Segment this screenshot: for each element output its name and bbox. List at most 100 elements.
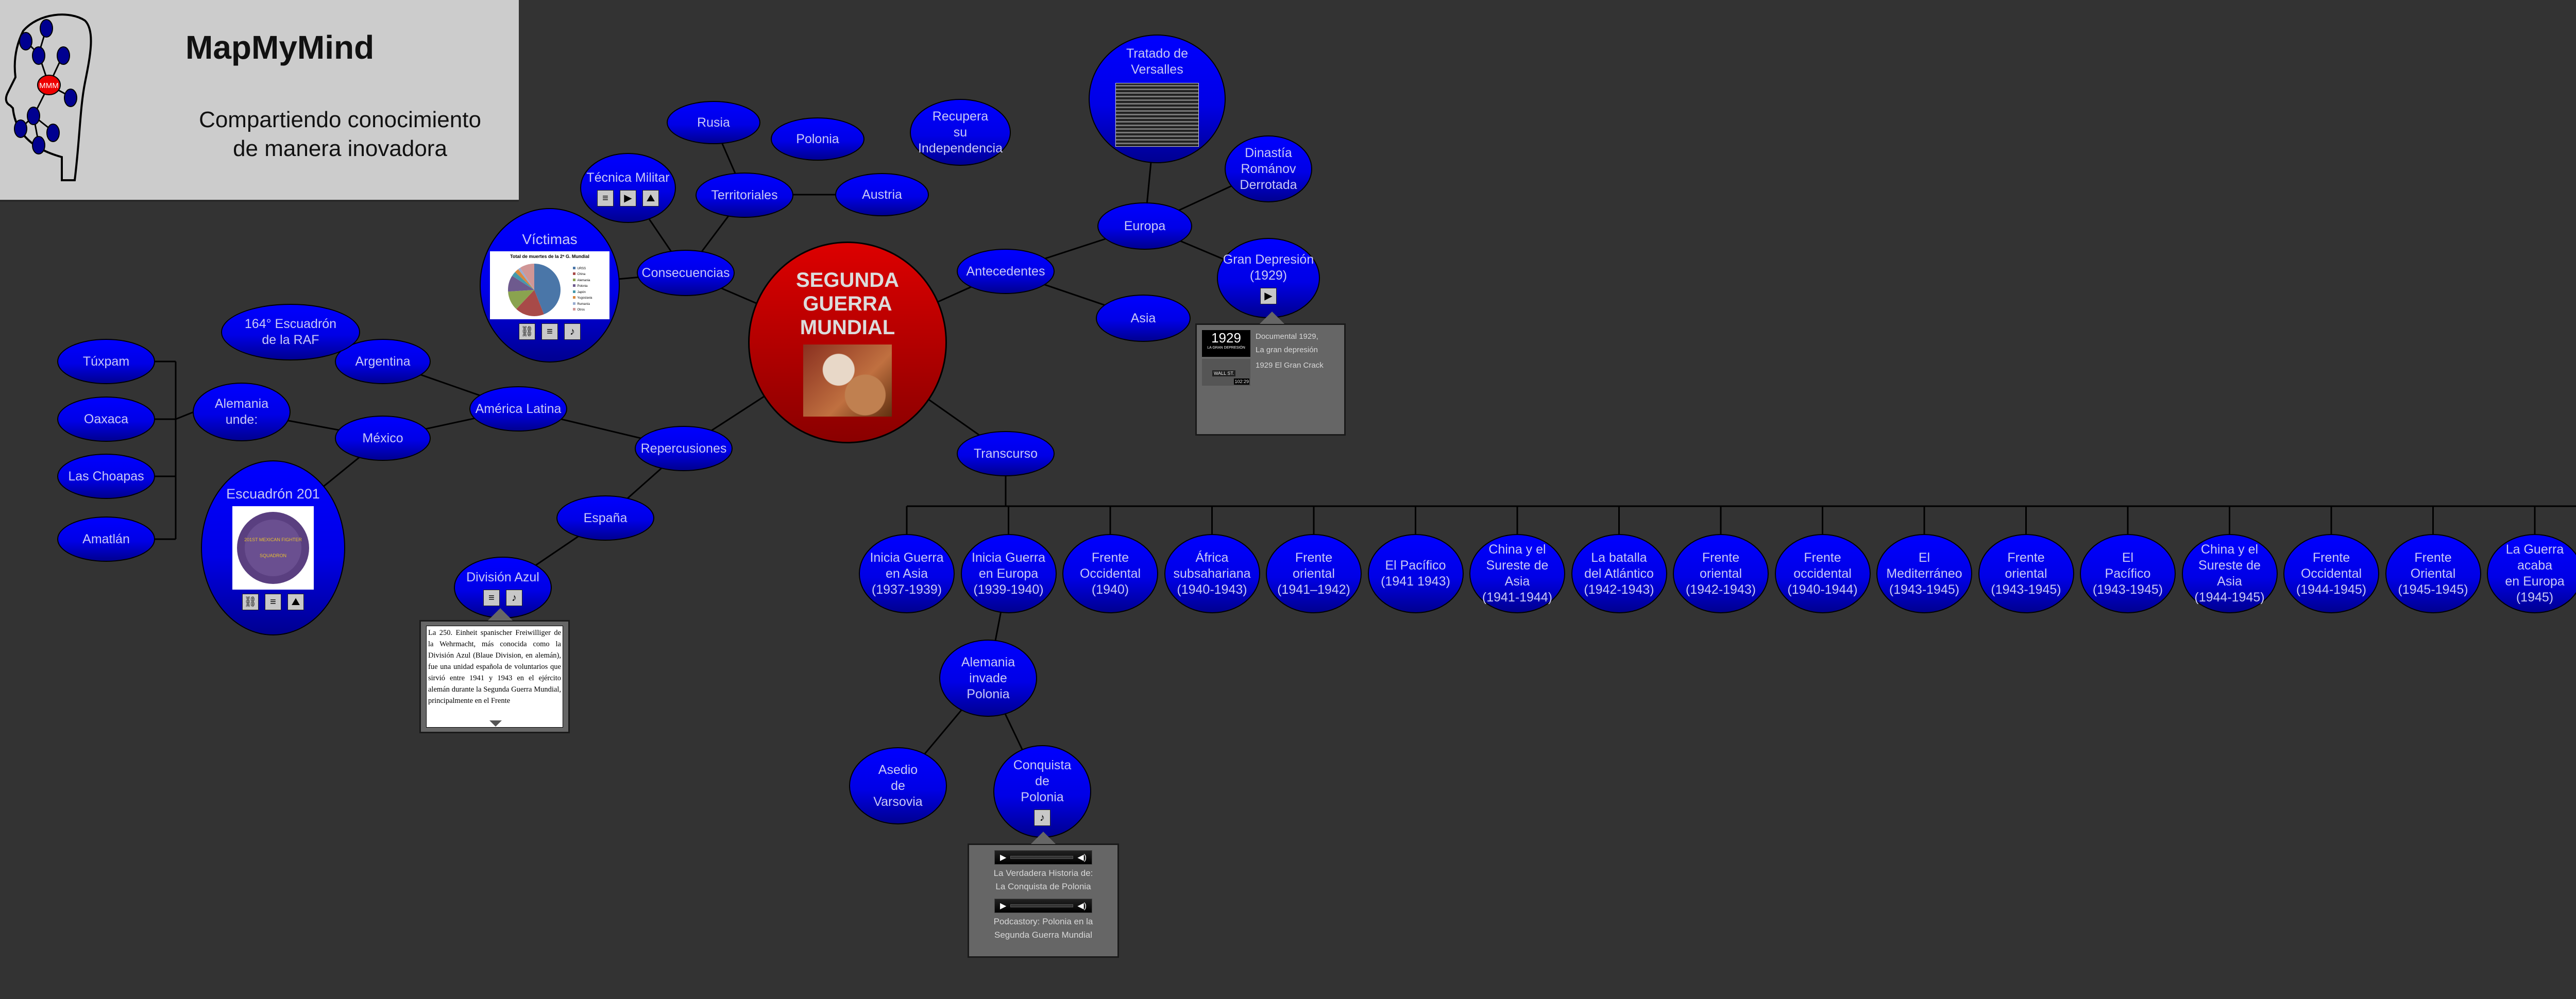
node-tratado-versalles[interactable]: Tratado de Versalles — [1089, 35, 1226, 163]
scroll-down-icon[interactable] — [489, 720, 502, 727]
node-tuxpam[interactable]: Túxpam — [57, 339, 155, 384]
node-territoriales[interactable]: Territoriales — [696, 173, 793, 218]
video-item[interactable]: WALL ST.102:29 1929 El Gran Crack — [1202, 359, 1344, 386]
document-icon[interactable]: ≡ — [483, 589, 500, 606]
node-amatlan[interactable]: Amatlán — [57, 516, 155, 562]
division-azul-text[interactable]: La 250. Einheit spanischer Freiwilliger … — [426, 626, 563, 728]
node-division-azul[interactable]: División Azul ≡♪ — [454, 557, 552, 618]
node-espana[interactable]: España — [556, 495, 654, 541]
node-europa[interactable]: Europa — [1097, 202, 1192, 250]
node-label: La batalla del Atlántico (1942-1943) — [1584, 550, 1654, 597]
document-icon[interactable]: ≡ — [541, 323, 558, 340]
timeline-node[interactable]: El Mediterráneo (1943-1945) — [1876, 534, 1972, 613]
node-oaxaca[interactable]: Oaxaca — [57, 397, 155, 442]
timeline-node[interactable]: Frente Occidental (1944-1945) — [2283, 534, 2379, 613]
pie-slice-otros — [520, 263, 535, 290]
node-label: Argentina — [355, 354, 411, 369]
node-mexico[interactable]: México — [335, 416, 431, 461]
pie-svg — [508, 263, 561, 316]
audio-seek-bar — [1010, 856, 1074, 859]
document-icon[interactable]: ≡ — [265, 593, 281, 610]
node-victimas[interactable]: Víctimas Total de muertes de la 2ª G. Mu… — [480, 208, 620, 363]
audio-icon[interactable]: ♪ — [1034, 809, 1050, 826]
popup-arrow — [1031, 832, 1056, 844]
node-asia[interactable]: Asia — [1096, 295, 1191, 342]
audio-seek-bar — [1010, 904, 1074, 907]
node-alemania-unde[interactable]: Alemania unde: — [193, 383, 291, 441]
link-icon[interactable]: ⛓ — [519, 323, 535, 340]
legend-item: Alemania — [573, 278, 592, 284]
audio-icon[interactable]: ♪ — [564, 323, 581, 340]
node-argentina[interactable]: Argentina — [335, 339, 431, 384]
legend-item: Japón — [573, 290, 592, 296]
node-gran-depresion[interactable]: Gran Depresión (1929) ▶ — [1217, 238, 1320, 318]
node-label: Frente oriental (1942-1943) — [1685, 550, 1756, 597]
node-asedio-varsovia[interactable]: Asedio de Varsovia — [849, 747, 947, 824]
node-escuadron-201[interactable]: Escuadrón 201 201ST MEXICAN FIGHTER SQUA… — [201, 460, 345, 635]
node-las-choapas[interactable]: Las Choapas — [57, 454, 155, 499]
audio-title: La Verdadera Historia de: La Conquista d… — [993, 868, 1093, 891]
node-conquista-polonia[interactable]: Conquista de Polonia ♪ — [993, 745, 1091, 838]
node-polonia[interactable]: Polonia — [771, 117, 865, 161]
pie-slice-urss — [534, 263, 561, 314]
timeline-node[interactable]: China y el Sureste de Asia (1944-1945) — [2181, 534, 2278, 613]
timeline-node[interactable]: La Guerra acaba en Europa (1945) — [2487, 534, 2576, 613]
timeline-node[interactable]: Frente occidental (1940-1944) — [1774, 534, 1871, 613]
audio-player[interactable]: ▶◀) — [994, 850, 1092, 865]
timeline-node[interactable]: China y el Sureste de Asia (1941-1944) — [1469, 534, 1565, 613]
node-164-escuadron-raf[interactable]: 164° Escuadrón de la RAF — [221, 304, 360, 360]
node-label: América Latina — [475, 401, 562, 416]
image-icon[interactable]: ⛰ — [642, 190, 659, 206]
node-repercusiones[interactable]: Repercusiones — [635, 426, 733, 471]
legend-item: Polonia — [573, 284, 592, 290]
video-title: 1929 El Gran Crack — [1256, 361, 1324, 370]
node-label: México — [362, 430, 403, 445]
timeline-node[interactable]: La batalla del Atlántico (1942-1943) — [1571, 534, 1667, 613]
timeline-node[interactable]: Frente Occidental (1940) — [1062, 534, 1158, 613]
legend-item: China — [573, 272, 592, 278]
timeline-node[interactable]: África subsahariana (1940-1943) — [1164, 534, 1260, 613]
node-dinastia-romanov[interactable]: Dinastía Románov Derrotada — [1225, 135, 1312, 202]
node-rusia[interactable]: Rusia — [667, 101, 760, 144]
timeline-node[interactable]: El Pacífico (1941 1943) — [1367, 534, 1464, 613]
node-america-latina[interactable]: América Latina — [469, 386, 567, 432]
node-tecnica-militar[interactable]: Técnica Militar ≡▶⛰ — [580, 153, 676, 223]
node-consecuencias[interactable]: Consecuencias — [637, 250, 735, 296]
node-recupera-independencia[interactable]: Recupera su Independencia — [910, 99, 1011, 166]
node-label: Transcurso — [973, 446, 1038, 461]
audio-player[interactable]: ▶◀) — [994, 899, 1092, 913]
timeline-node[interactable]: Frente oriental (1942-1943) — [1673, 534, 1769, 613]
node-label: China y el Sureste de Asia (1941-1944) — [1482, 542, 1553, 605]
timeline-node[interactable]: Frente oriental (1943-1945) — [1978, 534, 2074, 613]
image-icon[interactable]: ⛰ — [287, 593, 304, 610]
timeline-node[interactable]: Inicia Guerra en Asia (1937-1939) — [859, 534, 955, 613]
timeline-node[interactable]: Inicia Guerra en Europa (1939-1940) — [960, 534, 1057, 613]
timeline-node[interactable]: Frente Oriental (1945-1945) — [2385, 534, 2481, 613]
pie-slice-yugoslavia — [515, 269, 535, 290]
node-label: Túxpam — [82, 354, 130, 369]
node-label: Escuadrón 201 — [226, 486, 320, 502]
node-alemania-invade-polonia[interactable]: Alemania invade Polonia — [939, 640, 1037, 717]
timeline-node[interactable]: El Pacífico (1943-1945) — [2080, 534, 2176, 613]
link-icon[interactable]: ⛓ — [242, 593, 259, 610]
node-label: Conquista de Polonia — [1013, 757, 1072, 804]
central-topic-node[interactable]: SEGUNDA GUERRA MUNDIAL — [748, 242, 947, 443]
node-label: Alemania invade Polonia — [961, 654, 1015, 701]
node-label: China y el Sureste de Asia (1944-1945) — [2194, 542, 2265, 605]
video-icon[interactable]: ▶ — [1260, 288, 1277, 304]
node-antecedentes[interactable]: Antecedentes — [957, 249, 1055, 294]
brand-title: MapMyMind — [185, 29, 375, 66]
node-label: Oaxaca — [83, 411, 129, 426]
node-label: Frente Occidental (1940) — [1079, 550, 1141, 597]
node-transcurso[interactable]: Transcurso — [957, 431, 1055, 476]
audio-icon[interactable]: ♪ — [506, 589, 522, 606]
document-icon[interactable]: ≡ — [597, 190, 614, 206]
video-icon[interactable]: ▶ — [620, 190, 636, 206]
timeline-node[interactable]: Frente oriental (1941–1942) — [1266, 534, 1362, 613]
versailles-photo — [1115, 83, 1199, 147]
node-austria[interactable]: Austria — [835, 173, 929, 216]
